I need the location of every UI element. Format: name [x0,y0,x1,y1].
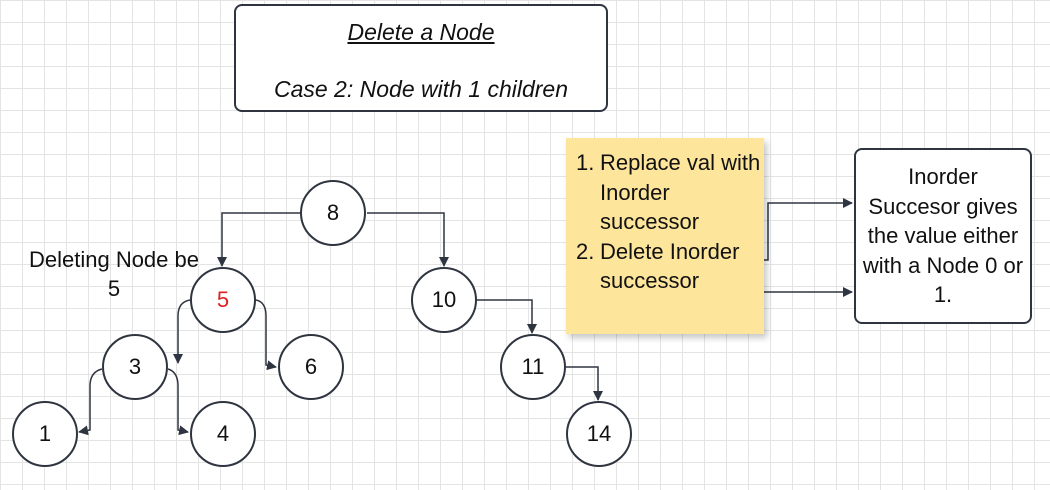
edge-8-10 [367,212,449,267]
info-box: Inorder Succesor gives the value either … [854,148,1032,324]
tree-node-14: 14 [566,401,632,467]
deleting-note: Deleting Node be 5 [16,245,212,303]
edge-10-11 [476,299,537,334]
step-number: 2. [576,238,595,264]
sticky-note: 1. Replace val with Inorder successor 2.… [566,138,764,334]
edge-5-3 [173,299,191,364]
edge-11-14 [566,366,603,401]
tree-node-8: 8 [300,180,366,246]
edge-8-5 [217,212,300,267]
edge-3-4 [167,368,189,436]
tree-node-1: 1 [12,401,78,467]
tree-node-10: 10 [411,267,477,333]
edge-5-6 [255,299,277,371]
step-number: 1. [576,150,595,175]
deleting-note-line1: Deleting Node be [28,247,199,272]
steps-list: 1. Replace val with Inorder successor 2.… [566,138,764,296]
title-sub: Case 2: Node with 1 children [273,76,569,102]
tree-node-4: 4 [190,401,256,467]
step-item: 2. Delete Inorder successor [566,237,764,296]
deleting-note-line2: 5 [107,276,121,301]
tree-node-6: 6 [278,334,344,400]
title-main: Delete a Node [347,19,495,45]
tree-node-5: 5 [190,267,256,333]
tree-node-3: 3 [102,334,168,400]
edge-3-1 [78,368,103,436]
step-text: Delete Inorder successor [600,238,740,294]
title-box: Delete a Node Case 2: Node with 1 childr… [234,4,608,112]
step-item: 1. Replace val with Inorder successor [566,148,764,237]
tree-node-11: 11 [500,334,566,400]
info-text: Inorder Succesor gives the value either … [862,164,1024,308]
step-text: Replace val with Inorder successor [600,150,761,234]
